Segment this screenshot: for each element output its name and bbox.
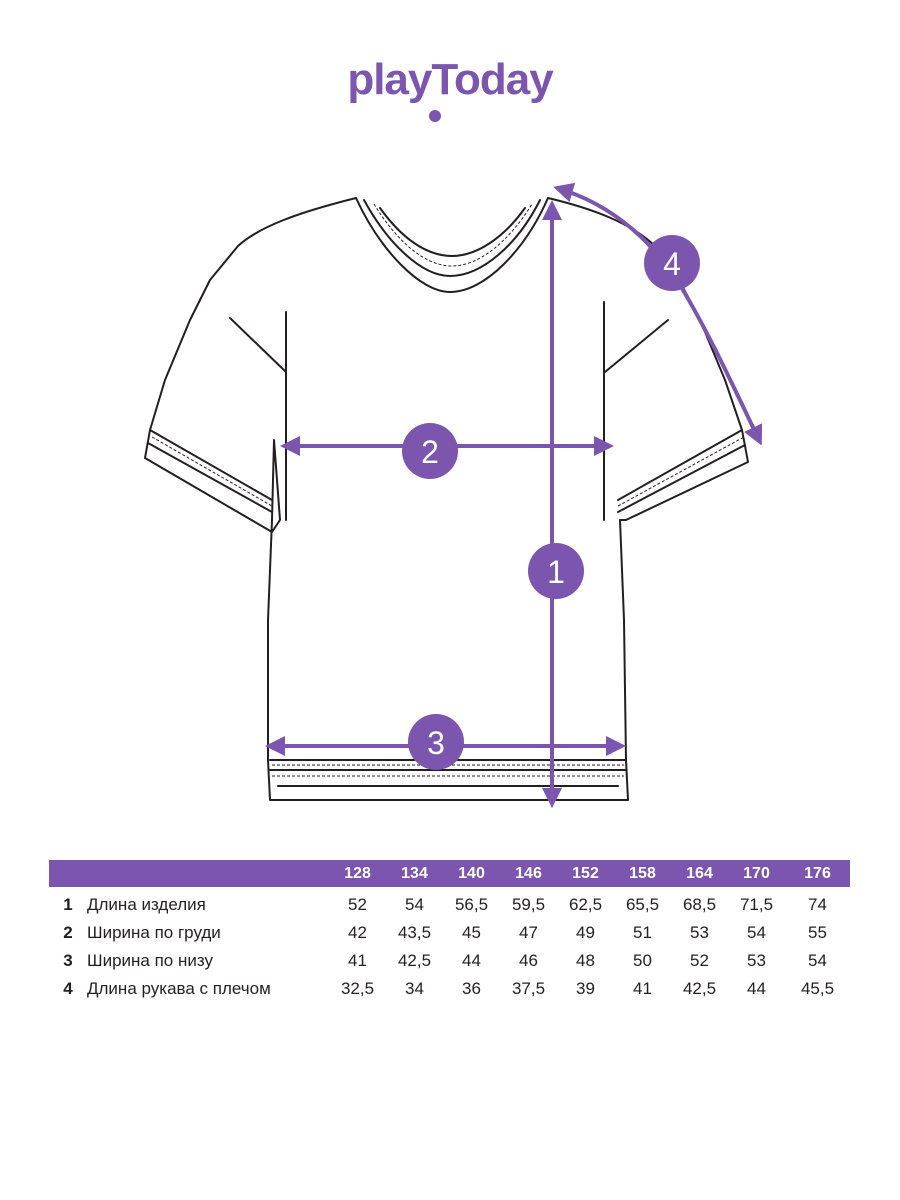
marker-2-label: 2 [421,434,439,470]
table-cell: 56,5 [454,895,489,914]
size-header-row: 128 134 140 146 152 158 164 170 176 [49,860,850,887]
table-cell: 41 [348,951,367,970]
row-number: 1 [63,895,73,914]
tshirt-diagram: 1 2 3 4 [144,182,763,808]
table-row: 1 Длина изделия 52 54 56,5 59,5 62,5 65,… [49,887,850,919]
header-empty-num [49,860,87,887]
table-cell: 45,5 [800,979,835,998]
table-row: 3 Ширина по низу 41 42,5 44 46 48 50 52 … [49,947,850,975]
table-row: 4 Длина рукава с плечом 32,5 34 36 37,5 … [49,975,850,1003]
tshirt-outline [144,197,749,801]
table-cell: 68,5 [682,895,717,914]
table-cell: 52 [348,895,367,914]
table-cell: 44 [462,951,481,970]
size-header: 146 [515,864,542,882]
size-header: 170 [743,864,770,882]
table-cell: 59,5 [511,895,546,914]
table-cell: 54 [747,923,766,942]
table-cell: 53 [690,923,709,942]
row-label: Длина рукава с плечом [87,979,271,998]
table-cell: 65,5 [625,895,660,914]
table-cell: 49 [576,923,595,942]
table-cell: 34 [405,979,424,998]
tshirt-stitching [151,203,745,777]
table-cell: 51 [633,923,652,942]
marker-4-label: 4 [663,246,681,282]
row-label: Ширина по груди [87,923,221,942]
table-cell: 54 [405,895,424,914]
row-number: 4 [63,979,73,998]
marker-1: 1 [528,543,584,599]
size-header: 176 [804,864,831,882]
size-header: 134 [401,864,428,882]
size-header: 152 [572,864,599,882]
size-header: 164 [686,864,713,882]
table-cell: 62,5 [568,895,603,914]
marker-4: 4 [644,235,700,291]
table-cell: 36 [462,979,481,998]
row-label: Длина изделия [87,895,206,914]
table-cell: 39 [576,979,595,998]
size-header: 128 [344,864,371,882]
table-cell: 53 [747,951,766,970]
row-number: 2 [63,923,73,942]
marker-2: 2 [402,423,458,479]
table-cell: 42,5 [397,951,432,970]
brand-logo-wordmark: playToday [347,55,554,104]
table-cell: 43,5 [397,923,432,942]
table-cell: 48 [576,951,595,970]
size-header: 140 [458,864,485,882]
table-cell: 54 [808,951,827,970]
table-cell: 74 [808,895,827,914]
measure-arrow-sleeve [553,182,763,446]
size-table: 128 134 140 146 152 158 164 170 176 1 Дл… [49,860,850,1003]
brand-logo-dot [429,110,441,122]
marker-1-label: 1 [547,554,565,590]
header-empty-label [87,860,329,887]
table-cell: 32,5 [340,979,375,998]
table-cell: 45 [462,923,481,942]
table-cell: 46 [519,951,538,970]
table-cell: 52 [690,951,709,970]
table-cell: 44 [747,979,766,998]
table-cell: 47 [519,923,538,942]
marker-3: 3 [408,714,464,770]
table-cell: 50 [633,951,652,970]
table-cell: 42,5 [682,979,717,998]
size-header: 158 [629,864,656,882]
table-cell: 41 [633,979,652,998]
brand-logo: playToday [347,55,555,122]
table-row: 2 Ширина по груди 42 43,5 45 47 49 51 53… [49,919,850,947]
table-cell: 37,5 [511,979,546,998]
marker-3-label: 3 [427,725,445,761]
table-cell: 71,5 [739,895,774,914]
row-label: Ширина по низу [87,951,213,970]
row-number: 3 [63,951,73,970]
table-cell: 42 [348,923,367,942]
table-cell: 55 [808,923,827,942]
